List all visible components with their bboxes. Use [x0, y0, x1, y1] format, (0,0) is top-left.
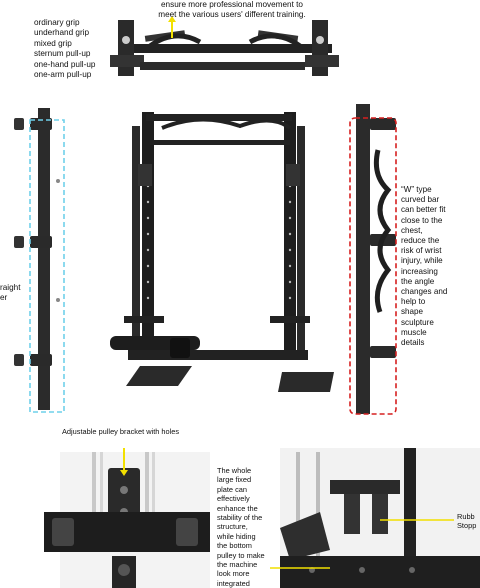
- pulley-bracket-label: Adjustable pulley bracket with holes: [62, 427, 180, 436]
- plate-line: the bottom: [217, 541, 252, 551]
- grip-item: ordinary grip: [34, 18, 80, 27]
- grip-item: mixed grip: [34, 38, 72, 48]
- w-bar-line: increasing: [401, 266, 438, 276]
- w-bar-line: reduce the: [401, 236, 440, 246]
- straight-bar-caption-line-1: raight: [0, 283, 21, 292]
- w-bar-line: injury, while: [401, 256, 443, 266]
- w-bar-line: changes and: [401, 287, 448, 297]
- w-bar-line: the angle: [401, 276, 435, 286]
- top-caption-line-2: meet the various users' different traini…: [158, 10, 306, 20]
- plate-line: integrated: [217, 578, 250, 588]
- w-bar-description: “W” type curved bar can better fit close…: [401, 185, 447, 348]
- grip-item: one-arm pull-up: [34, 69, 92, 79]
- straight-bar-illustration: [14, 108, 65, 413]
- plate-line: large fixed: [217, 475, 252, 485]
- pulley-bracket-illustration: [44, 448, 210, 588]
- plate-line: plate can: [217, 484, 247, 494]
- w-bar-line: help to: [401, 297, 426, 307]
- straight-bar-caption: raight er: [0, 283, 20, 303]
- w-bar-line: sculpture: [401, 317, 434, 327]
- plate-line: enhance the: [217, 503, 258, 513]
- rubber-stopper-caption: Rubb Stopp: [457, 512, 476, 531]
- w-bar-line: risk of wrist: [401, 246, 442, 256]
- pullup-bar-illustration: [110, 16, 339, 76]
- grip-item: one-hand pull-up: [34, 59, 96, 69]
- plate-line: stability of the: [217, 513, 263, 523]
- rubber-stopper-line-2: Stopp: [457, 521, 477, 531]
- power-rack-illustration: [110, 112, 334, 392]
- plate-line: effectively: [217, 494, 250, 504]
- grip-item: underhand grip: [34, 28, 90, 38]
- rubber-stopper-line-1: Rubb: [457, 512, 475, 521]
- plate-line: pulley to make: [217, 550, 265, 560]
- plate-line: the machine: [217, 560, 258, 570]
- w-bar-line: close to the: [401, 215, 443, 225]
- base-plate-illustration: [270, 448, 480, 588]
- base-plate-description: The whole large fixed plate can effectiv…: [217, 466, 265, 588]
- straight-bar-caption-line-2: er: [0, 293, 8, 303]
- grip-list: ordinary grip underhand grip mixed grip …: [34, 18, 95, 80]
- w-bar-illustration: [349, 104, 397, 415]
- w-bar-line: shape: [401, 307, 424, 317]
- plate-line: while hiding: [217, 531, 256, 541]
- top-caption-line-1: ensure more professional movement to: [161, 0, 303, 9]
- top-caption: ensure more professional movement to mee…: [142, 0, 322, 20]
- plate-line: The whole: [217, 466, 252, 475]
- plate-line: look more: [217, 569, 250, 579]
- w-bar-line: “W” type: [401, 185, 432, 194]
- plate-line: structure,: [217, 522, 248, 532]
- w-bar-line: chest,: [401, 225, 423, 235]
- w-bar-line: muscle: [401, 327, 427, 337]
- w-bar-line: details: [401, 338, 425, 348]
- grip-item: sternum pull-up: [34, 49, 91, 59]
- w-bar-line: curved bar: [401, 195, 440, 205]
- w-bar-line: can better fit: [401, 205, 446, 215]
